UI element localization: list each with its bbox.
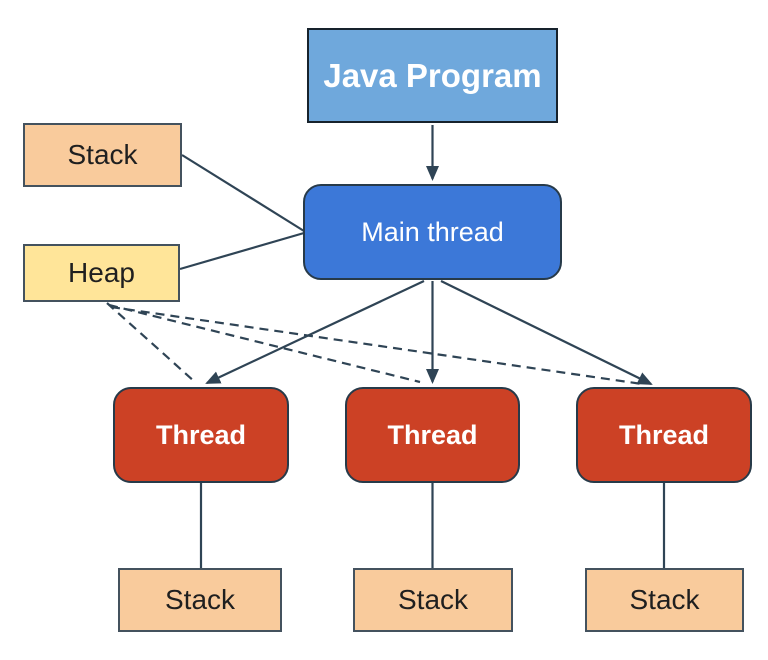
thread-node-3: Thread bbox=[576, 387, 752, 483]
stack-node-1: Stack bbox=[118, 568, 282, 632]
stack-main-label: Stack bbox=[67, 139, 138, 170]
edge-stack-left-to-main-thread bbox=[181, 154, 305, 232]
thread-1-label: Thread bbox=[155, 419, 247, 450]
stack-3-label: Stack bbox=[629, 584, 700, 615]
main-thread-label: Main thread bbox=[361, 216, 504, 247]
edge-heap-to-thread-1-dashed bbox=[106, 302, 196, 383]
edge-main-thread-to-thread-1 bbox=[205, 280, 425, 384]
edge-heap-to-main-thread bbox=[179, 231, 305, 271]
stack-node-main: Stack bbox=[23, 123, 182, 187]
thread-node-2: Thread bbox=[345, 387, 520, 483]
edge-main-thread-to-thread-3 bbox=[440, 280, 653, 385]
edge-heap-to-thread-3-dashed bbox=[110, 305, 643, 386]
java-program-label: Java Program bbox=[323, 56, 542, 94]
java-program-node: Java Program bbox=[307, 28, 558, 123]
thread-node-1: Thread bbox=[113, 387, 289, 483]
heap-label: Heap bbox=[68, 257, 135, 288]
heap-node: Heap bbox=[23, 244, 180, 302]
stack-node-2: Stack bbox=[353, 568, 513, 632]
stack-2-label: Stack bbox=[397, 584, 469, 615]
main-thread-node: Main thread bbox=[303, 184, 562, 280]
thread-2-label: Thread bbox=[387, 419, 478, 450]
stack-node-3: Stack bbox=[585, 568, 744, 632]
stack-1-label: Stack bbox=[164, 584, 236, 615]
thread-3-label: Thread bbox=[618, 419, 710, 450]
edge-heap-to-thread-2-dashed bbox=[108, 303, 421, 384]
